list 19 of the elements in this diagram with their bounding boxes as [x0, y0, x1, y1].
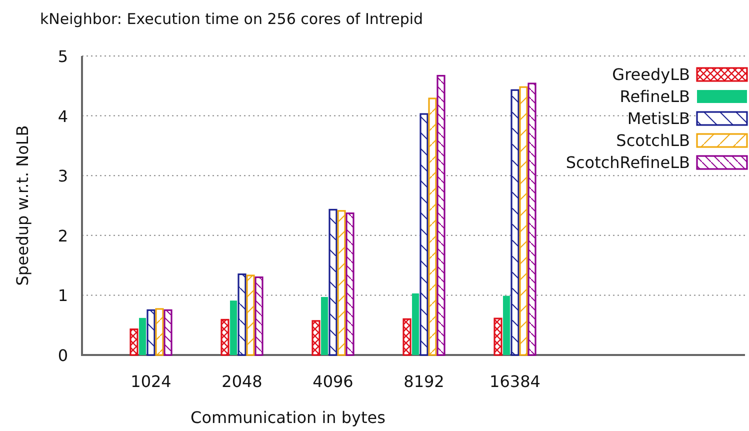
y-tick-label: 4	[58, 106, 68, 126]
legend-label: ScotchRefineLB	[566, 153, 690, 172]
x-tick-label: 4096	[312, 372, 354, 391]
x-tick-label: 8192	[404, 372, 444, 391]
y-tick-label: 0	[58, 346, 68, 365]
y-axis-title: Speedup w.r.t. NoLB	[13, 125, 32, 286]
x-tick-label: 16384	[490, 372, 540, 391]
y-tick-label: 1	[58, 286, 68, 306]
y-tick-label: 3	[58, 166, 68, 186]
legend-label: GreedyLB	[612, 65, 690, 84]
x-tick-label: 1024	[130, 372, 172, 391]
legend-label: MetisLB	[627, 109, 690, 128]
legend-label: RefineLB	[620, 87, 690, 106]
chart-title: kNeighbor: Execution time on 256 cores of Intrepid	[40, 10, 424, 28]
x-axis-title: Communication in bytes	[190, 408, 386, 427]
legend-label: ScotchLB	[616, 131, 690, 150]
y-tick-label: 5	[58, 47, 68, 66]
y-tick-label: 2	[58, 226, 68, 246]
x-tick-label: 2048	[222, 372, 262, 391]
